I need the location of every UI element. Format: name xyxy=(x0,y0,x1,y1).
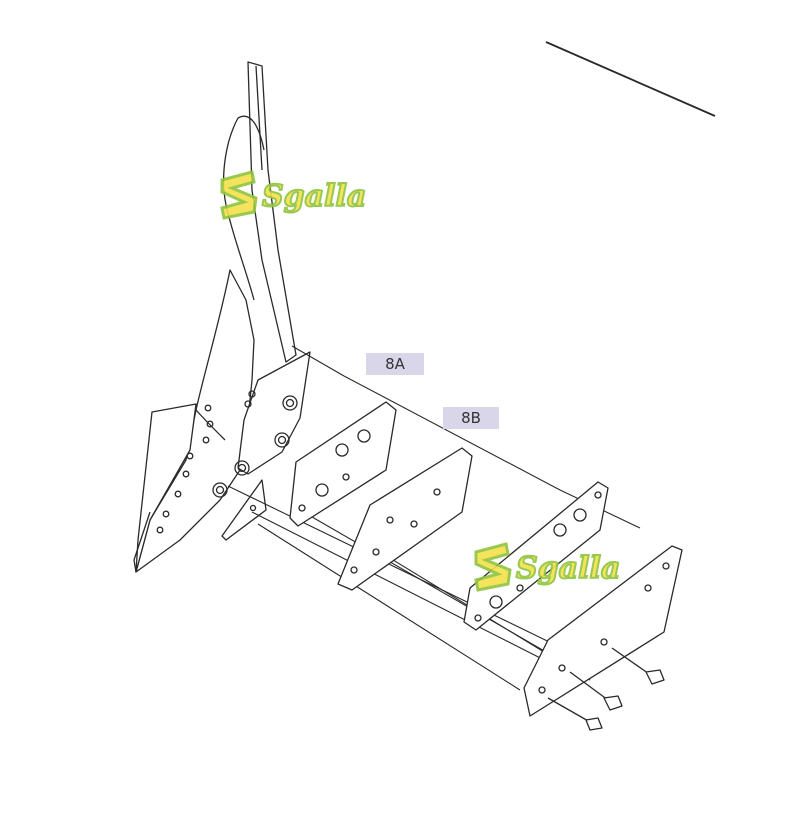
bracket-bolt-1 xyxy=(282,395,298,411)
plate-4 xyxy=(523,545,683,717)
logo-wordmark: Sgalla xyxy=(516,551,620,586)
logo-s-mark xyxy=(220,170,258,220)
mounting-bracket xyxy=(212,351,311,498)
plate-8b xyxy=(337,447,473,591)
watermark-logo-1: Sgalla xyxy=(220,170,367,220)
plate-8a xyxy=(289,401,397,527)
bracket-bolt-3 xyxy=(234,460,250,476)
logo-s-mark xyxy=(474,542,512,592)
frame-edge-line xyxy=(545,41,716,117)
bracket-bolt-2 xyxy=(274,432,290,448)
wedge-plate xyxy=(221,479,267,541)
mouldboard xyxy=(133,269,255,573)
bolts xyxy=(547,647,665,731)
watermark-logo-2: Sgalla xyxy=(474,542,621,592)
bracket-bolt-4 xyxy=(212,482,228,498)
plate-3 xyxy=(463,481,609,631)
logo-wordmark: Sgalla xyxy=(262,179,366,214)
plough-shank xyxy=(223,61,297,363)
part-label-8b: 8B xyxy=(443,407,499,429)
part-label-8a: 8A xyxy=(366,353,424,375)
